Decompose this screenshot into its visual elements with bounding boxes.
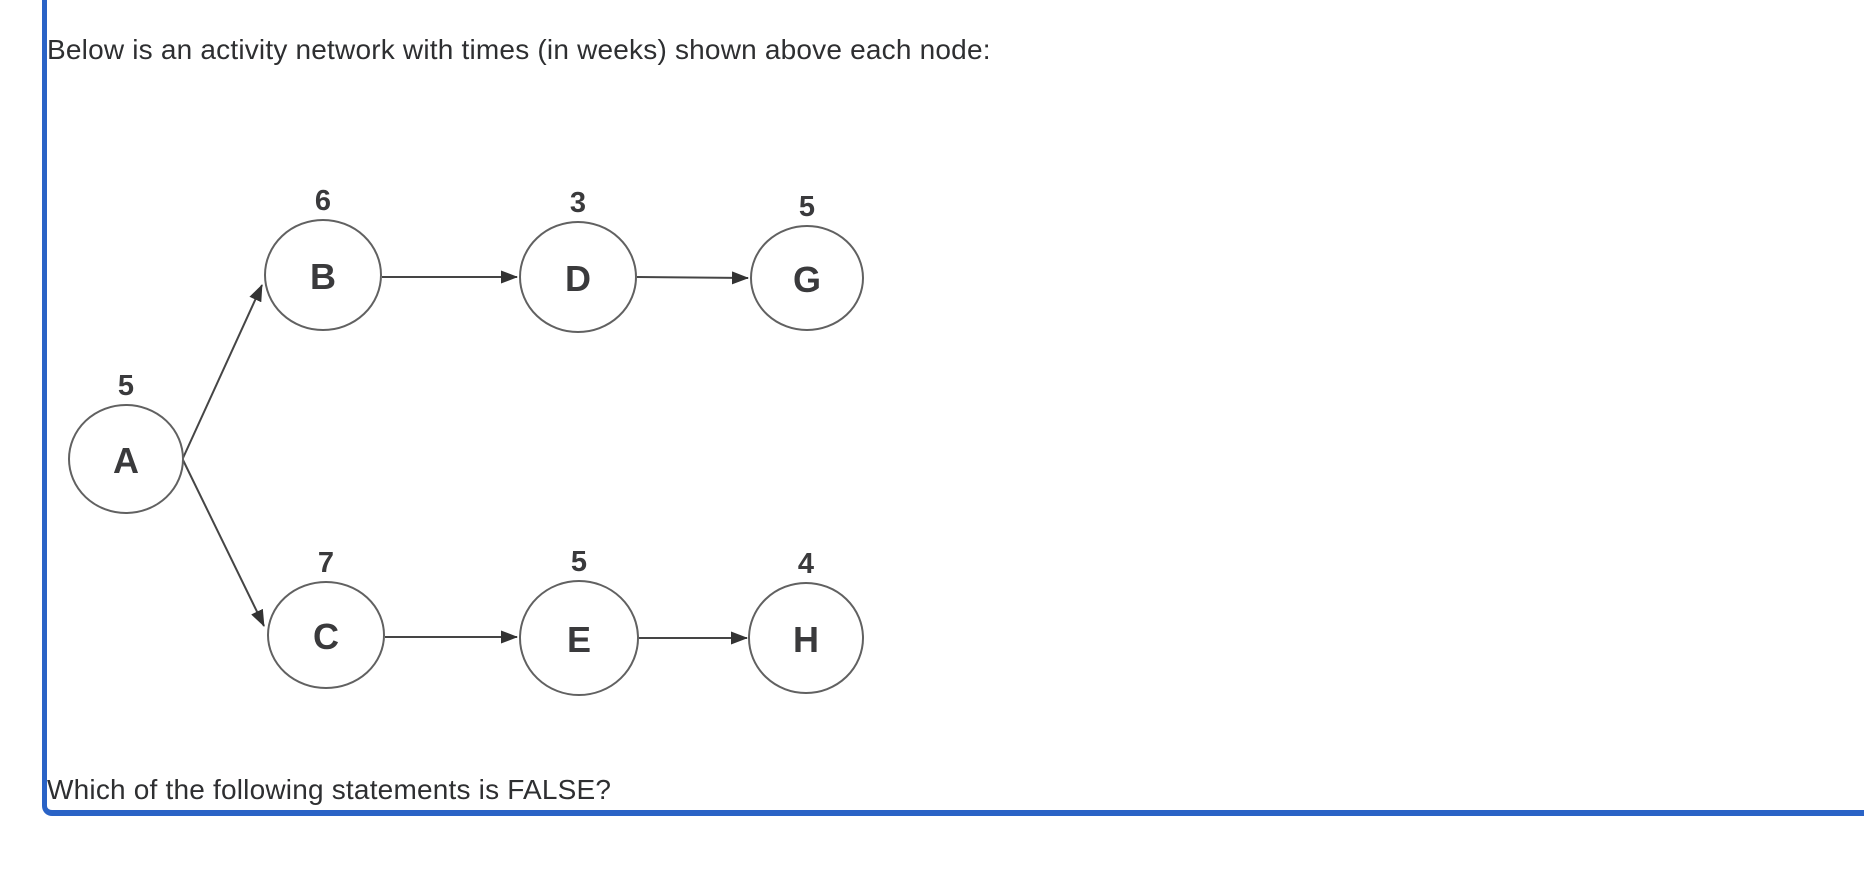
node-B: B6	[264, 185, 382, 331]
node-label-D: D	[565, 258, 591, 299]
node-C: C7	[267, 547, 385, 689]
node-label-H: H	[793, 619, 819, 660]
node-G: G5	[750, 191, 864, 331]
node-time-D: 3	[570, 187, 586, 219]
node-H: H4	[748, 548, 864, 694]
node-time-G: 5	[799, 191, 815, 223]
question-intro-text: Below is an activity network with times …	[47, 34, 991, 65]
node-circle-E	[519, 580, 639, 696]
node-D: D3	[519, 187, 637, 333]
node-label-B: B	[310, 256, 336, 297]
node-time-C: 7	[318, 547, 334, 579]
node-circle-C	[267, 581, 385, 689]
node-circle-G	[750, 225, 864, 331]
node-A: A5	[68, 370, 184, 514]
node-label-E: E	[567, 619, 591, 660]
node-label-C: C	[313, 616, 339, 657]
node-circle-B	[264, 219, 382, 331]
edge-arrow-D-G	[636, 271, 749, 285]
edge-arrow-A-C	[182, 459, 265, 627]
node-time-E: 5	[571, 546, 587, 578]
diagram-edges	[182, 270, 749, 645]
node-label-A: A	[113, 440, 139, 481]
node-time-A: 5	[118, 370, 134, 402]
node-circle-D	[519, 221, 637, 333]
node-time-B: 6	[315, 185, 331, 217]
node-label-G: G	[793, 259, 821, 300]
node-E: E5	[519, 546, 639, 696]
node-time-H: 4	[798, 548, 814, 580]
node-circle-A	[68, 404, 184, 514]
node-circle-H	[748, 582, 864, 694]
edge-arrow-A-B	[182, 284, 263, 459]
question-prompt-text: Which of the following statements is FAL…	[47, 774, 612, 805]
